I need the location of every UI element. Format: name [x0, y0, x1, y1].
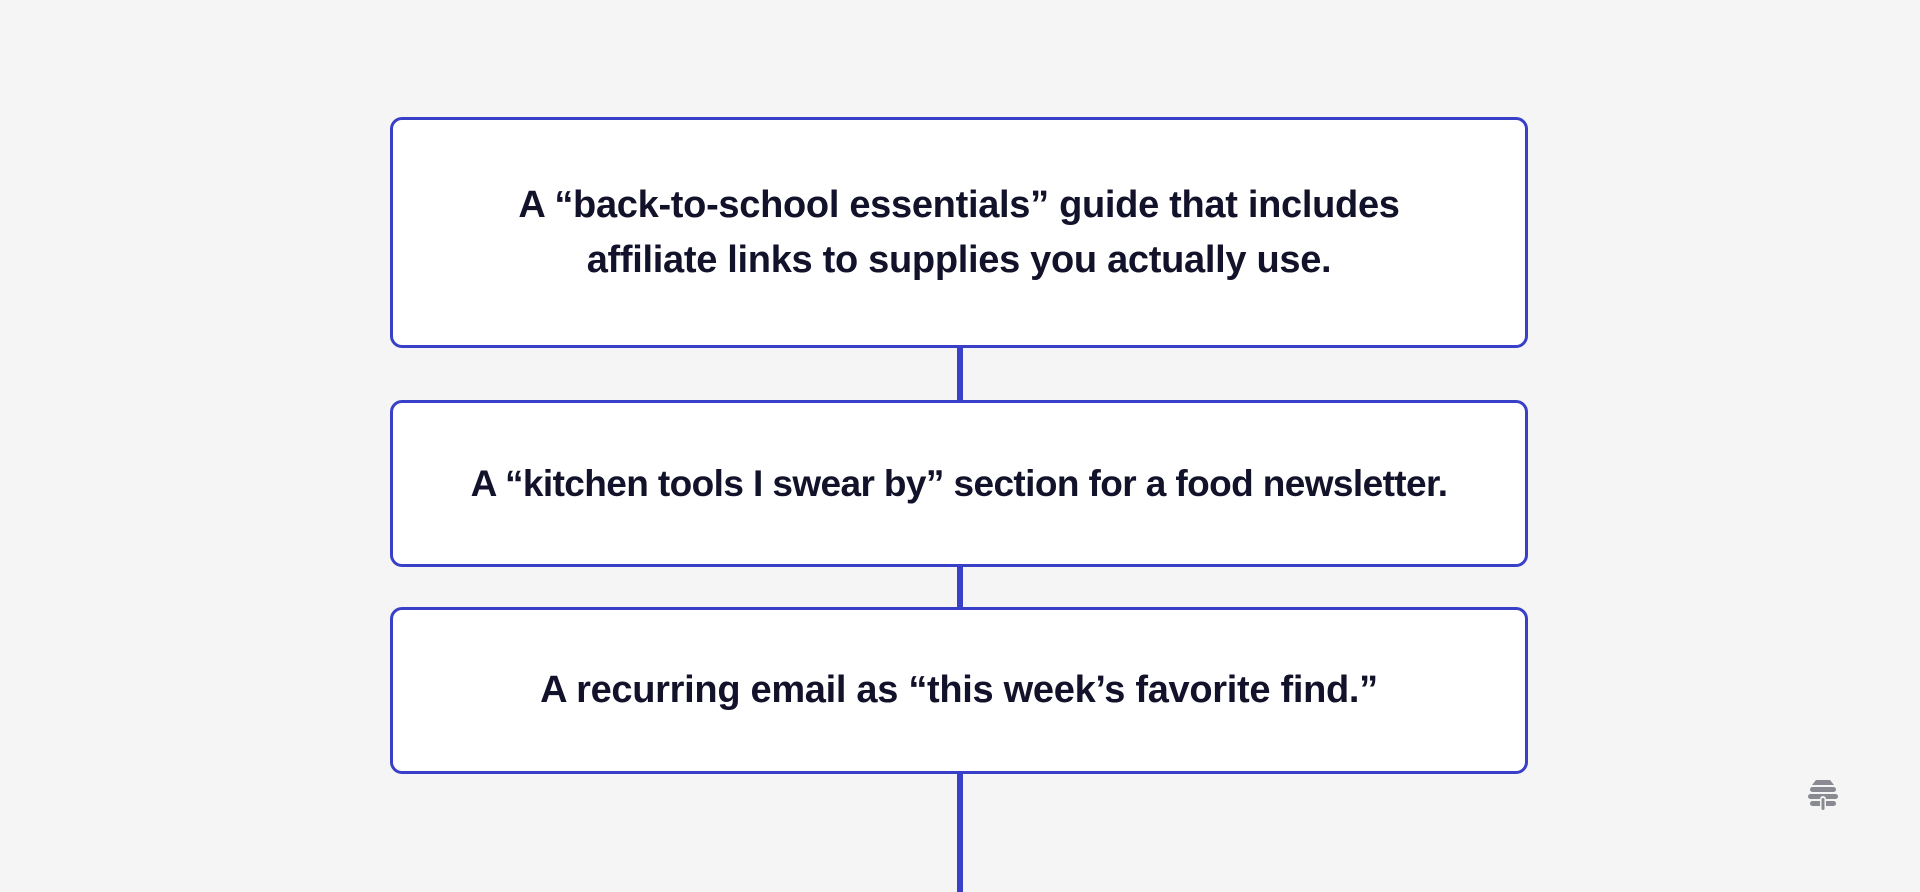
idea-card-2: A “kitchen tools I swear by” section for… — [390, 400, 1528, 567]
idea-card-1-text: A “back-to-school essentials” guide that… — [518, 178, 1400, 288]
connector-line-1 — [957, 346, 963, 402]
idea-card-1-line-2: affiliate links to supplies you actually… — [586, 238, 1332, 281]
idea-card-1-line-1: A “back-to-school essentials” guide that… — [518, 183, 1400, 226]
idea-card-3-text: A recurring email as “this week’s favori… — [540, 663, 1378, 718]
idea-card-2-text: A “kitchen tools I swear by” section for… — [471, 456, 1448, 511]
idea-card-3-line-1: A recurring email as “this week’s favori… — [540, 669, 1378, 711]
connector-line-3 — [957, 772, 963, 892]
beehive-logo-icon — [1806, 778, 1840, 812]
connector-line-2 — [957, 565, 963, 609]
idea-card-3: A recurring email as “this week’s favori… — [390, 607, 1528, 774]
idea-card-1: A “back-to-school essentials” guide that… — [390, 117, 1528, 348]
idea-card-2-line-1: A “kitchen tools I swear by” section for… — [470, 463, 1448, 504]
